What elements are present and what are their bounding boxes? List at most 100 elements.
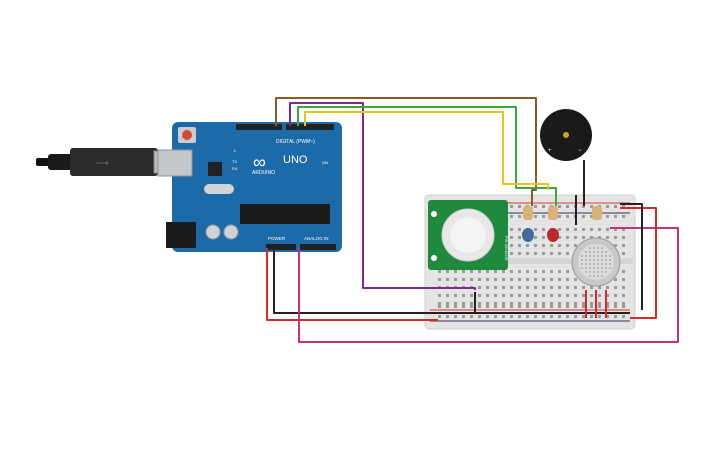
breadboard-hole	[502, 302, 505, 305]
breadboard-hole	[622, 278, 625, 281]
breadboard-hole	[558, 294, 561, 297]
breadboard-hole	[510, 294, 513, 297]
breadboard-rail-hole	[510, 215, 513, 218]
breadboard-hole	[478, 270, 481, 273]
breadboard-hole	[614, 244, 617, 247]
breadboard-hole	[518, 236, 521, 239]
breadboard-rail-hole	[622, 215, 625, 218]
gas-mesh-dot	[597, 251, 599, 253]
breadboard-hole	[542, 270, 545, 273]
gas-mesh-dot	[593, 247, 595, 249]
breadboard-hole	[494, 294, 497, 297]
breadboard-hole	[454, 278, 457, 281]
breadboard-hole	[470, 278, 473, 281]
breadboard-hole	[566, 236, 569, 239]
breadboard-hole	[502, 294, 505, 297]
gas-mesh-dot	[593, 251, 595, 253]
gas-mesh-dot	[609, 259, 611, 261]
breadboard-rail-hole	[598, 305, 601, 308]
breadboard-rail-hole	[502, 305, 505, 308]
breadboard-hole	[558, 236, 561, 239]
gas-mesh-dot	[601, 251, 603, 253]
breadboard-rail-hole	[590, 315, 593, 318]
breadboard-hole	[462, 302, 465, 305]
gas-mesh-dot	[601, 247, 603, 249]
breadboard-hole	[558, 228, 561, 231]
breadboard-rail-hole	[518, 315, 521, 318]
breadboard-hole	[550, 278, 553, 281]
breadboard-rail-hole	[614, 215, 617, 218]
breadboard-hole	[438, 302, 441, 305]
gas-mesh-dot	[593, 259, 595, 261]
breadboard-hole	[446, 294, 449, 297]
breadboard-rail-hole	[438, 305, 441, 308]
breadboard-hole	[622, 302, 625, 305]
breadboard-hole	[622, 294, 625, 297]
gas-mesh-dot	[589, 251, 591, 253]
breadboard-hole	[606, 294, 609, 297]
led-blue	[522, 228, 534, 242]
arduino-brand-label: ARDUINO	[252, 170, 275, 176]
breadboard-hole	[606, 286, 609, 289]
breadboard-hole	[526, 286, 529, 289]
breadboard-rail-hole	[526, 305, 529, 308]
breadboard-hole	[446, 278, 449, 281]
breadboard-rail-hole	[574, 315, 577, 318]
gas-mesh-dot	[589, 259, 591, 261]
breadboard-hole	[542, 294, 545, 297]
gas-sensor-mesh	[581, 247, 611, 277]
breadboard-hole	[518, 294, 521, 297]
breadboard-rail-hole	[566, 215, 569, 218]
breadboard-hole	[558, 278, 561, 281]
breadboard-hole	[550, 270, 553, 273]
gas-mesh-dot	[609, 263, 611, 265]
breadboard-rail-hole	[446, 315, 449, 318]
breadboard-hole	[614, 302, 617, 305]
breadboard-rail-hole	[542, 305, 545, 308]
breadboard-rail-hole	[486, 305, 489, 308]
gas-mesh-dot	[589, 271, 591, 273]
breadboard-hole	[470, 294, 473, 297]
gas-mesh-dot	[597, 247, 599, 249]
breadboard-hole	[622, 286, 625, 289]
pir-sensor: PIR SENSOR	[428, 200, 509, 270]
gas-mesh-dot	[585, 263, 587, 265]
led-red	[547, 228, 559, 242]
breadboard-hole	[622, 252, 625, 255]
arduino-board: ∞ UNO ARDUINO DIGITAL (PWM~) POWER ANALO…	[157, 122, 342, 252]
wire-purple	[289, 102, 476, 290]
gas-mesh-dot	[593, 271, 595, 273]
gas-mesh-dot	[597, 275, 599, 277]
breadboard-hole	[502, 278, 505, 281]
breadboard-hole	[462, 270, 465, 273]
breadboard-hole	[566, 302, 569, 305]
gas-mesh-dot	[585, 259, 587, 261]
analog-header-label: ANALOG IN	[304, 236, 329, 241]
breadboard-hole	[478, 302, 481, 305]
breadboard-hole	[614, 236, 617, 239]
gas-mesh-dot	[605, 263, 607, 265]
breadboard-hole	[510, 302, 513, 305]
breadboard-hole	[558, 286, 561, 289]
wire-black-rail-right	[620, 203, 643, 310]
breadboard-hole	[454, 302, 457, 305]
gas-mesh-dot	[581, 259, 583, 261]
breadboard-hole	[526, 270, 529, 273]
breadboard-hole	[550, 252, 553, 255]
breadboard-rail-hole	[486, 315, 489, 318]
breadboard-rail-hole	[462, 315, 465, 318]
breadboard-hole	[494, 302, 497, 305]
gas-mesh-dot	[605, 259, 607, 261]
breadboard-hole	[606, 228, 609, 231]
breadboard-rail-hole	[582, 305, 585, 308]
gas-mesh-dot	[601, 271, 603, 273]
breadboard-rail-hole	[534, 315, 537, 318]
breadboard-hole	[510, 252, 513, 255]
gas-mesh-dot	[593, 267, 595, 269]
buzzer: + −	[540, 109, 592, 161]
gas-mesh-dot	[601, 263, 603, 265]
breadboard-hole	[462, 278, 465, 281]
breadboard-hole	[510, 286, 513, 289]
breadboard-hole	[526, 302, 529, 305]
